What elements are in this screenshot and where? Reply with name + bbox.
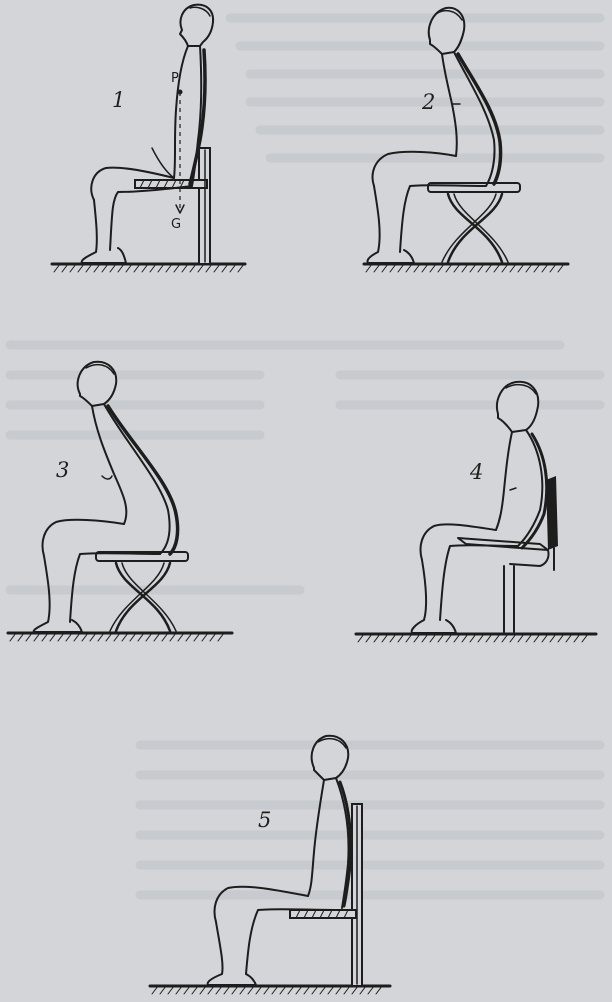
seated-person xyxy=(34,362,178,632)
ground-hatching xyxy=(150,986,390,994)
figure-3-drawing xyxy=(0,350,240,650)
ground-hatching xyxy=(52,264,245,272)
stool xyxy=(96,552,188,631)
figure-5: 5 xyxy=(146,724,396,1002)
seated-person xyxy=(367,8,500,263)
figure-1: 1 P G xyxy=(40,0,260,280)
figure-5-number: 5 xyxy=(258,810,271,831)
figure-4-number: 4 xyxy=(470,462,483,483)
ground-hatching xyxy=(356,634,596,642)
chair xyxy=(458,476,558,632)
figure-4: 4 xyxy=(350,370,600,650)
ground-hatching xyxy=(364,264,568,272)
label-p: P xyxy=(171,72,179,85)
ground-hatching xyxy=(8,633,232,641)
figure-1-number: 1 xyxy=(112,90,125,111)
gravity-line xyxy=(176,90,184,214)
chair xyxy=(135,148,210,264)
figure-3-number: 3 xyxy=(56,460,69,481)
seated-person xyxy=(208,736,351,985)
figure-1-drawing xyxy=(40,0,260,280)
figure-3: 3 xyxy=(0,350,240,650)
figure-2: 2 xyxy=(356,0,586,280)
figure-4-drawing xyxy=(350,370,600,650)
stool xyxy=(428,183,520,262)
figure-2-drawing xyxy=(356,0,586,280)
seated-person xyxy=(412,382,547,633)
seated-person xyxy=(82,5,213,263)
figure-5-drawing xyxy=(146,724,396,1002)
label-g: G xyxy=(171,218,181,231)
figure-2-number: 2 xyxy=(422,92,435,113)
